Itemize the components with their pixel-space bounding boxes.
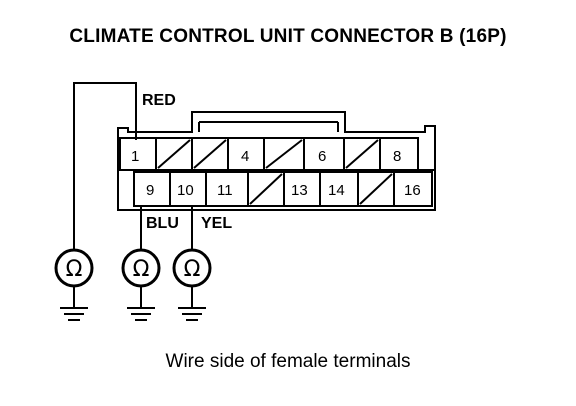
- ohmmeter-1: Ω: [54, 248, 94, 321]
- connector-outline: [117, 111, 436, 211]
- diagram-title: CLIMATE CONTROL UNIT CONNECTOR B (16P): [69, 26, 507, 47]
- pin-8-label: 8: [393, 148, 401, 165]
- pin-6-label: 6: [318, 148, 326, 165]
- ohmmeter-2: Ω: [121, 248, 161, 321]
- ohm-icon: Ω: [133, 257, 150, 282]
- blu-wire-label: BLU: [146, 215, 179, 232]
- empty-slash-2: [157, 139, 191, 169]
- empty-slash-15: [359, 173, 393, 205]
- empty-slash-3: [193, 139, 227, 169]
- pin-14-label: 14: [328, 182, 345, 199]
- pin-11-label: 11: [217, 182, 233, 199]
- cavity-16: [393, 171, 433, 207]
- cavity-8: [379, 137, 419, 171]
- empty-slash-12: [249, 173, 283, 205]
- red-wire: [73, 82, 137, 250]
- pin-9-label: 9: [146, 182, 154, 199]
- empty-slash-5: [265, 139, 303, 169]
- red-wire-label: RED: [142, 92, 176, 109]
- pin-10-label: 10: [177, 182, 194, 199]
- pin-16-label: 16: [404, 182, 421, 199]
- pin-4-label: 4: [241, 148, 249, 165]
- pin-13-label: 13: [291, 182, 308, 199]
- ohm-icon: Ω: [66, 257, 83, 282]
- empty-slash-7: [345, 139, 379, 169]
- ohmmeter-3: Ω: [172, 248, 212, 321]
- diagram-caption: Wire side of female terminals: [165, 351, 411, 372]
- ohm-icon: Ω: [184, 257, 201, 282]
- ground-icon: [178, 307, 206, 321]
- pin-1-label: 1: [131, 148, 139, 165]
- yel-wire-label: YEL: [201, 215, 232, 232]
- ground-icon: [127, 307, 155, 321]
- ground-icon: [60, 307, 88, 321]
